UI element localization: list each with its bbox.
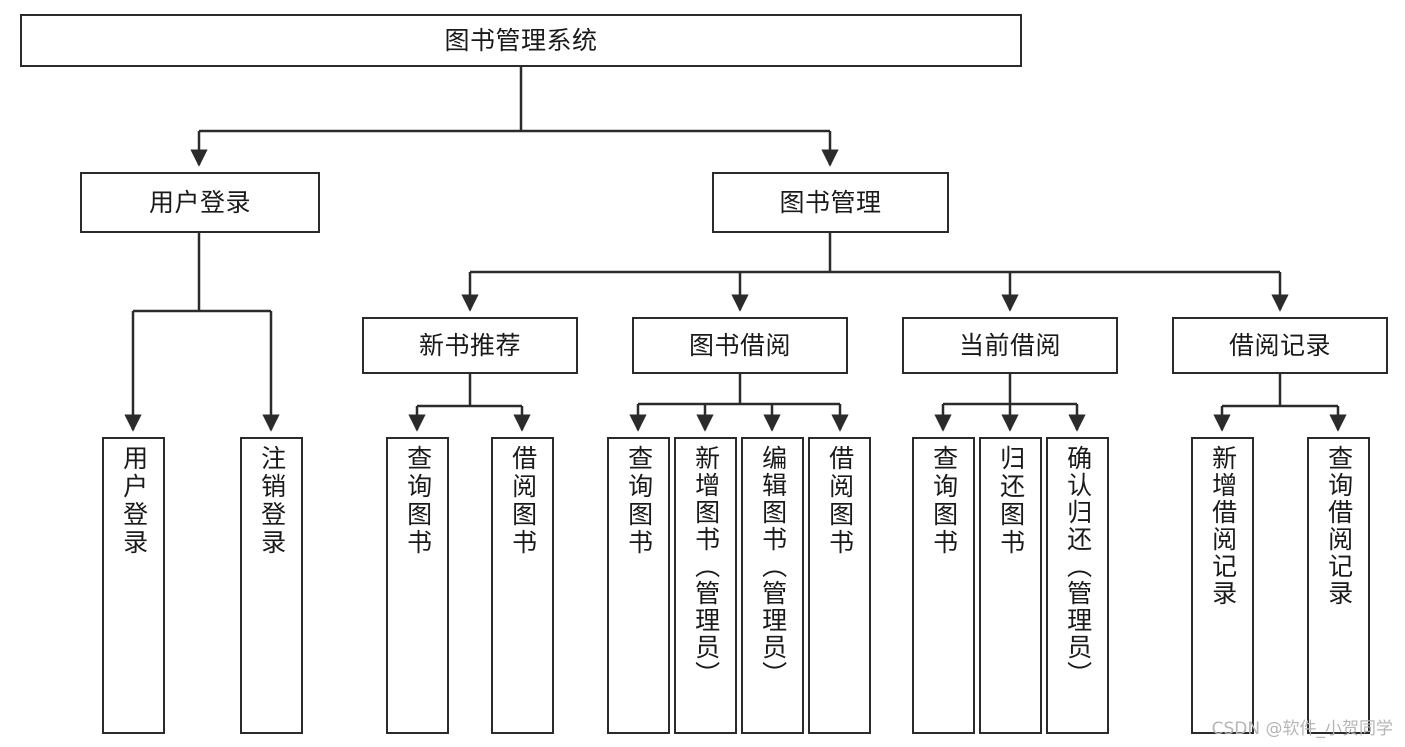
node-label: 当前借阅 (958, 330, 1061, 360)
node-label: 查询图书 (929, 445, 959, 557)
node-label: 编辑图书（管理员） (758, 445, 788, 688)
node-book-management[interactable]: 图书管理 (712, 172, 949, 233)
leaf-query-book-current[interactable]: 查询图书 (912, 437, 975, 734)
node-new-book-recommend[interactable]: 新书推荐 (362, 317, 578, 374)
leaf-add-borrow-record[interactable]: 新增借阅记录 (1191, 437, 1254, 734)
leaf-borrow-book[interactable]: 借阅图书 (808, 437, 871, 734)
node-label: 新书推荐 (418, 330, 521, 360)
leaf-edit-book-admin[interactable]: 编辑图书（管理员） (741, 437, 804, 734)
node-book-borrow[interactable]: 图书借阅 (632, 317, 848, 374)
leaf-confirm-return-admin[interactable]: 确认归还（管理员） (1046, 437, 1109, 734)
node-current-borrow[interactable]: 当前借阅 (902, 317, 1118, 374)
node-label: 新增借阅记录 (1208, 445, 1238, 607)
leaf-add-book-admin[interactable]: 新增图书（管理员） (674, 437, 737, 734)
leaf-return-book[interactable]: 归还图书 (979, 437, 1042, 734)
node-label: 查询图书 (624, 445, 654, 557)
leaf-query-book-borrow[interactable]: 查询图书 (607, 437, 670, 734)
node-label: 图书管理 (779, 187, 882, 217)
node-label: 查询借阅记录 (1324, 445, 1354, 607)
node-label: 用户登录 (148, 187, 251, 217)
node-root-system[interactable]: 图书管理系统 (20, 14, 1022, 67)
node-label: 确认归还（管理员） (1063, 445, 1093, 688)
node-label: 用户登录 (119, 445, 149, 557)
node-label: 注销登录 (257, 445, 287, 557)
node-label: 借阅图书 (508, 445, 538, 557)
leaf-user-login[interactable]: 用户登录 (102, 437, 165, 734)
leaf-query-borrow-record[interactable]: 查询借阅记录 (1307, 437, 1370, 734)
node-user-login[interactable]: 用户登录 (80, 172, 320, 233)
node-label: 查询图书 (403, 445, 433, 557)
node-borrow-records[interactable]: 借阅记录 (1172, 317, 1388, 374)
node-label: 借阅记录 (1228, 330, 1331, 360)
leaf-borrow-book-new[interactable]: 借阅图书 (491, 437, 554, 734)
leaf-query-book-new[interactable]: 查询图书 (386, 437, 449, 734)
node-label: 图书借阅 (688, 330, 791, 360)
node-label: 归还图书 (996, 445, 1026, 557)
watermark-text: CSDN @软件_小贺同学 (1211, 719, 1393, 739)
node-label: 图书管理系统 (444, 25, 598, 55)
node-label: 新增图书（管理员） (691, 445, 721, 688)
node-label: 借阅图书 (825, 445, 855, 557)
leaf-logout[interactable]: 注销登录 (240, 437, 303, 734)
